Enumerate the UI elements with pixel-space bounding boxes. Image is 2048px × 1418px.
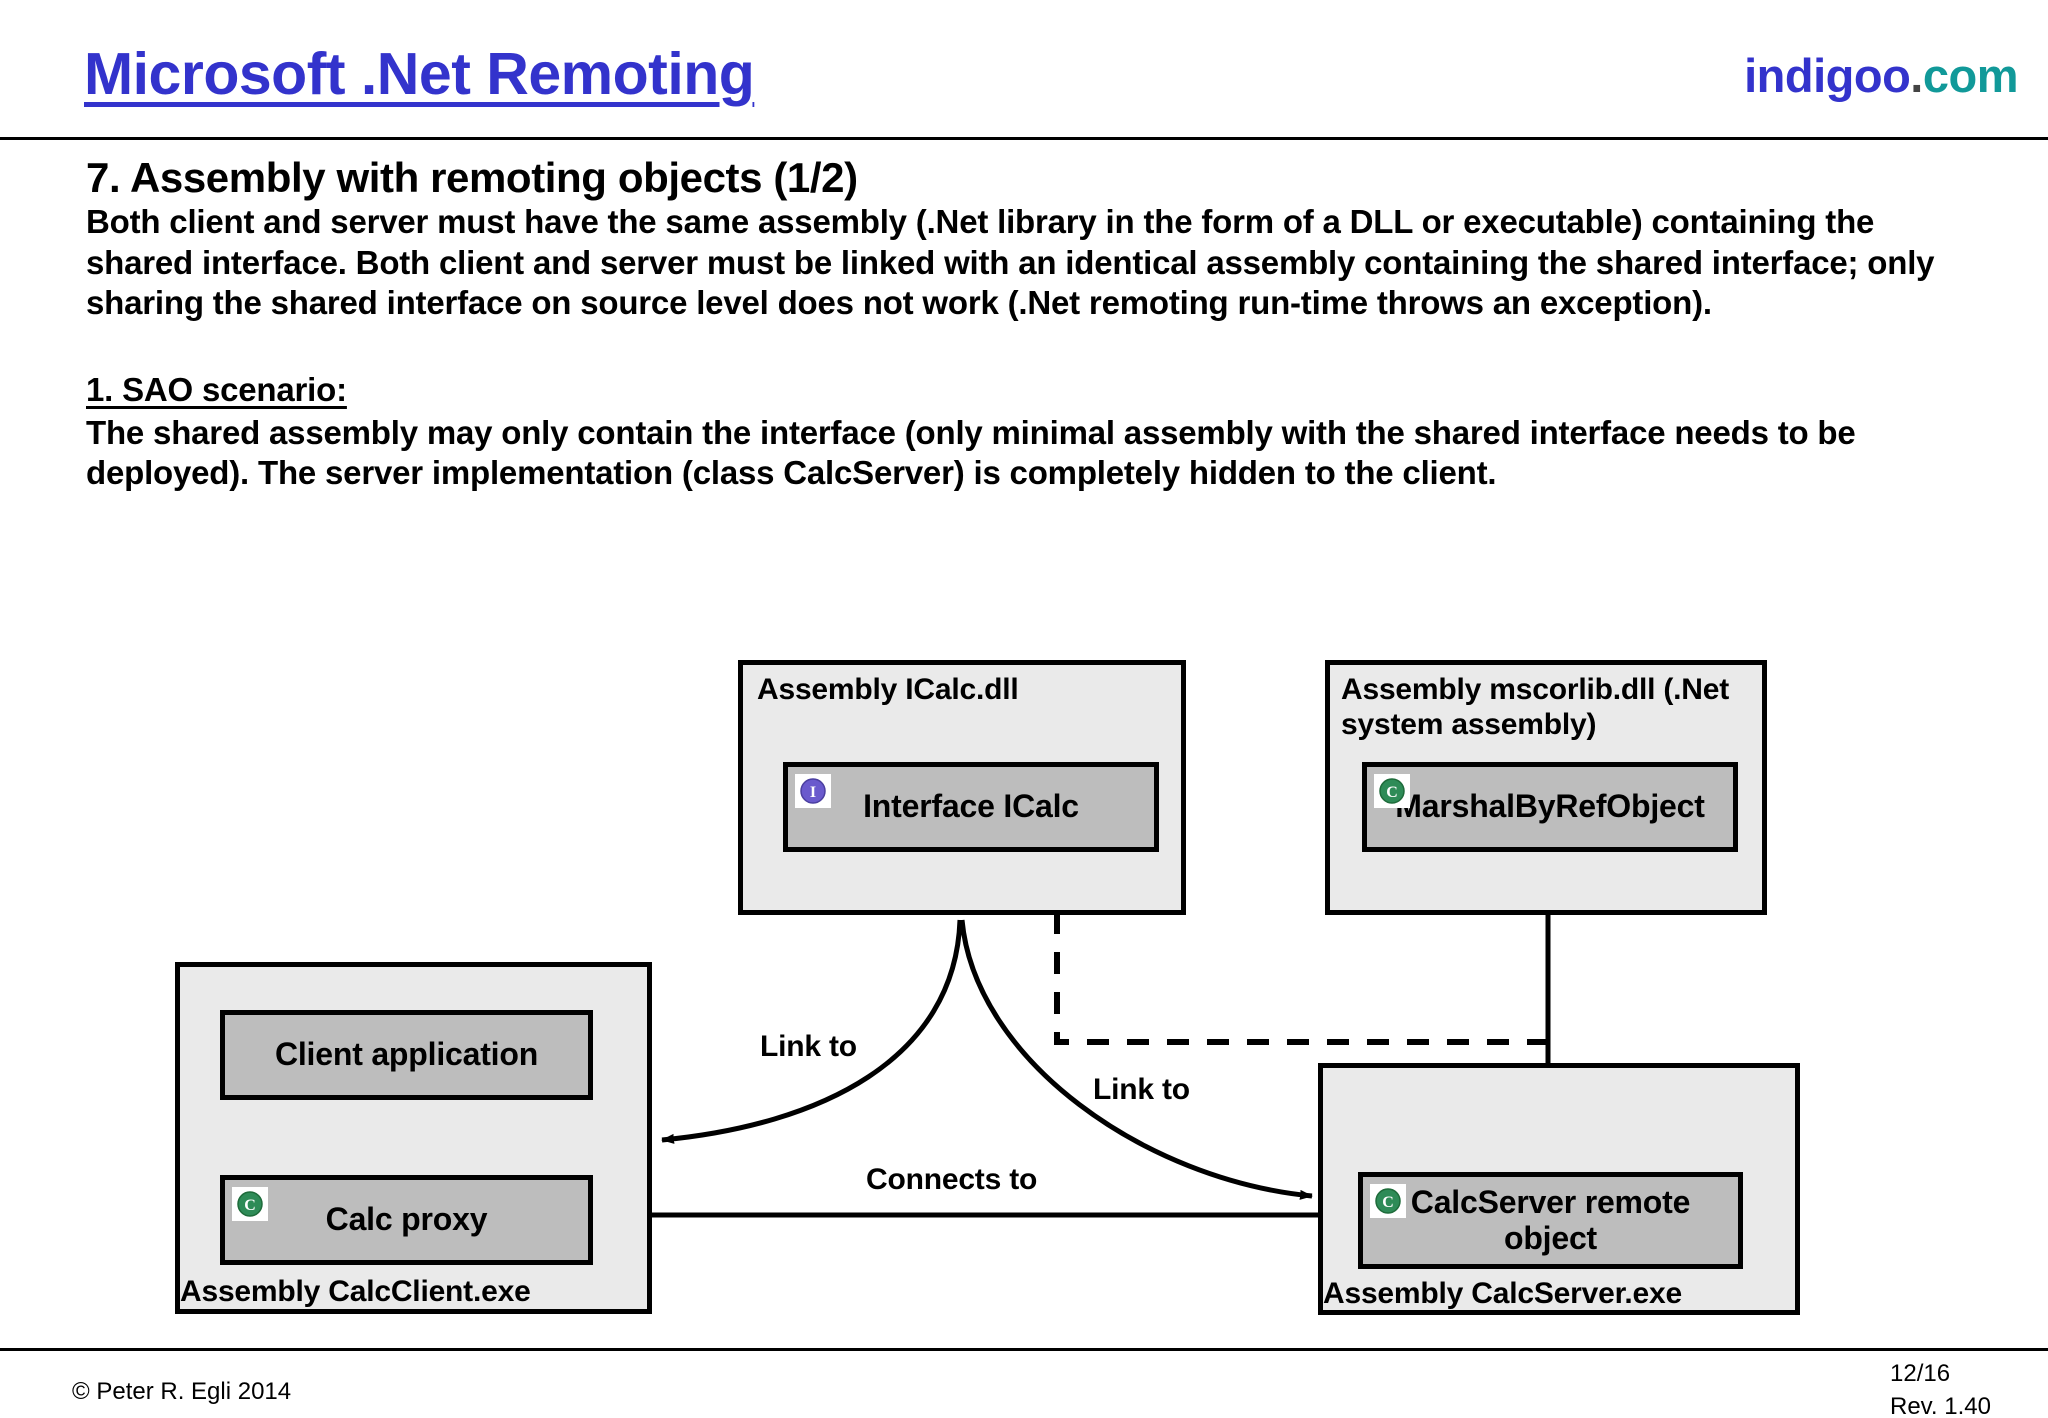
link-to-client-edge xyxy=(661,919,963,1144)
brand-dot: . xyxy=(1910,49,1923,102)
slide-header: Microsoft .Net Remoting indigoo.com xyxy=(0,0,2048,140)
sao-paragraph: The shared assembly may only contain the… xyxy=(86,414,1856,492)
svg-text:C: C xyxy=(244,1197,256,1214)
svg-text:C: C xyxy=(1382,1194,1394,1211)
uml-class-calcserver-remote-object[interactable]: C CalcServer remote object xyxy=(1358,1172,1743,1269)
brand-tld: com xyxy=(1922,49,2019,102)
class-icon: C xyxy=(232,1187,268,1221)
class-icon: C xyxy=(1374,774,1410,808)
uml-class-label-calc-proxy: Calc proxy xyxy=(325,1201,488,1238)
svg-text:C: C xyxy=(1386,784,1398,801)
uml-class-calc-proxy[interactable]: C Calc proxy xyxy=(220,1175,593,1265)
uml-class-client-application[interactable]: Client application xyxy=(220,1010,593,1100)
slide-content: 7. Assembly with remoting objects (1/2) … xyxy=(86,155,1986,494)
class-icon: C xyxy=(1370,1184,1406,1218)
uml-class-label-interface-icalc: Interface ICalc xyxy=(863,788,1079,825)
edge-label-link-to-server: Link to xyxy=(1093,1073,1190,1106)
footer-copyright: © Peter R. Egli 2014 xyxy=(72,1378,292,1405)
assembly-title-calcclient-exe: Assembly CalcClient.exe xyxy=(180,1275,531,1308)
assembly-box-calcserver-exe[interactable] xyxy=(1318,1063,1800,1315)
interface-icon: I xyxy=(795,774,831,808)
edge-label-connects-to: Connects to xyxy=(866,1163,1038,1196)
footer-page-number: 12/16 xyxy=(1890,1360,1951,1387)
uml-class-label-calcserver-remote-object: CalcServer remote object xyxy=(1410,1183,1691,1256)
footer-divider xyxy=(0,1348,2048,1351)
section-heading: 7. Assembly with remoting objects (1/2) xyxy=(86,154,858,201)
sao-scenario-heading: 1. SAO scenario: xyxy=(86,371,347,409)
realization-line-icalc xyxy=(1054,912,1548,1045)
uml-class-label-client-application: Client application xyxy=(274,1036,539,1073)
uml-class-marshalbyrefobject[interactable]: C MarshalByRefObject xyxy=(1362,762,1738,852)
intro-paragraph: Both client and server must have the sam… xyxy=(86,203,1935,321)
page-title: Microsoft .Net Remoting xyxy=(84,41,755,107)
assembly-box-icalc-dll[interactable] xyxy=(738,660,1186,915)
assembly-box-mscorlib-dll[interactable] xyxy=(1325,660,1767,915)
brand-logo: indigoo.com xyxy=(1744,48,2018,103)
uml-class-label-marshalbyrefobject: MarshalByRefObject xyxy=(1395,788,1705,825)
assembly-title-icalc-dll: Assembly ICalc.dll xyxy=(757,673,1019,706)
header-divider xyxy=(0,137,2048,140)
link-to-server-edge xyxy=(959,919,1313,1200)
assembly-title-calcserver-exe: Assembly CalcServer.exe xyxy=(1323,1277,1682,1310)
assembly-box-calcclient-exe[interactable] xyxy=(175,962,652,1314)
generalization-icalc xyxy=(1021,845,1093,915)
assembly-title-mscorlib-dll: Assembly mscorlib.dll (.Net system assem… xyxy=(1341,673,1730,741)
footer-revision: Rev. 1.40 xyxy=(1890,1393,1991,1418)
uml-class-interface-icalc[interactable]: I Interface ICalc xyxy=(783,762,1159,852)
brand-name: indigoo xyxy=(1744,49,1911,102)
svg-text:I: I xyxy=(810,784,816,801)
edge-label-link-to-client: Link to xyxy=(760,1030,857,1063)
generalization-marshalbyref xyxy=(1512,845,1584,915)
